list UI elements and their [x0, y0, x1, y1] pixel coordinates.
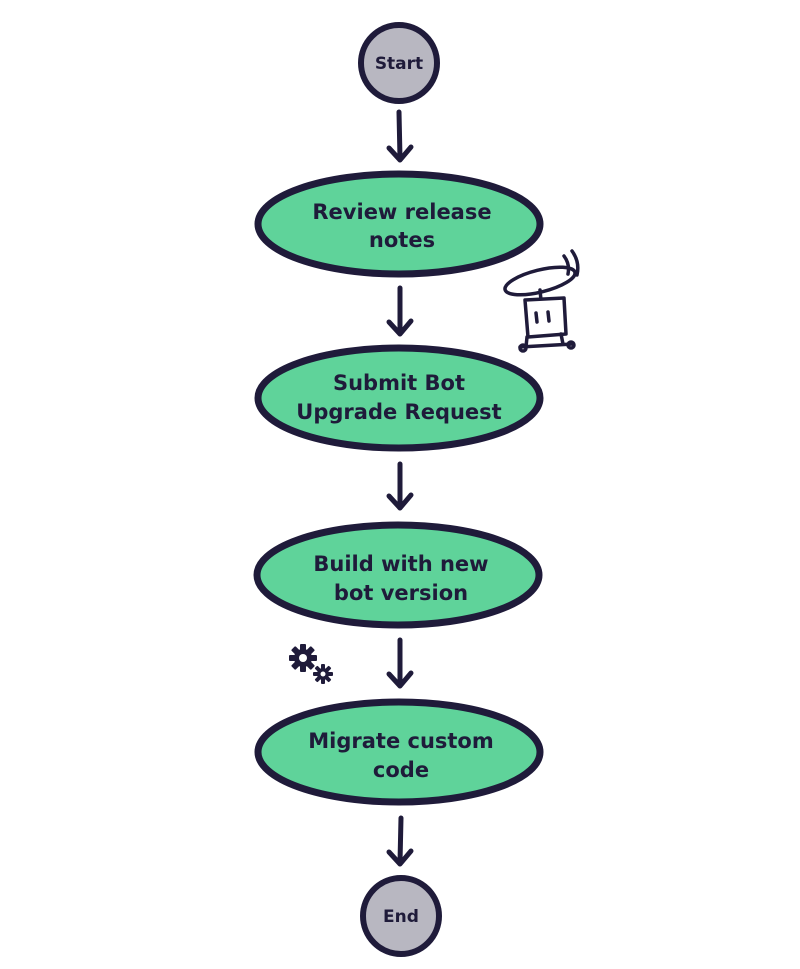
start-node[interactable]: Start — [358, 22, 440, 104]
step-build-line-1: Build with new — [313, 552, 488, 576]
arrow-review-to-submit — [386, 285, 414, 337]
step-review-line-2: notes — [369, 228, 435, 252]
arrow-build-to-migrate — [386, 637, 414, 689]
step-review-release-notes[interactable]: Review release notes — [254, 170, 544, 278]
step-migrate-line-2: code — [373, 758, 429, 782]
helicopter-bot-icon — [503, 249, 580, 353]
step-migrate-custom-code[interactable]: Migrate custom code — [254, 698, 544, 806]
step-build-with-new-bot-version[interactable]: Build with new bot version — [253, 521, 543, 629]
step-submit-bot-upgrade-request[interactable]: Submit Bot Upgrade Request — [254, 344, 544, 452]
end-node[interactable]: End — [360, 875, 442, 957]
step-migrate-line-1: Migrate custom — [308, 729, 494, 753]
step-submit-line-2: Upgrade Request — [296, 400, 501, 424]
step-build-line-2: bot version — [334, 581, 468, 605]
start-label: Start — [375, 54, 423, 74]
arrow-start-to-review — [386, 109, 414, 163]
step-review-line-1: Review release — [312, 200, 491, 224]
step-submit-line-1: Submit Bot — [333, 371, 465, 395]
end-label: End — [383, 907, 419, 927]
arrow-submit-to-build — [386, 461, 414, 511]
gears-icon — [289, 644, 333, 684]
arrow-migrate-to-end — [386, 815, 414, 867]
